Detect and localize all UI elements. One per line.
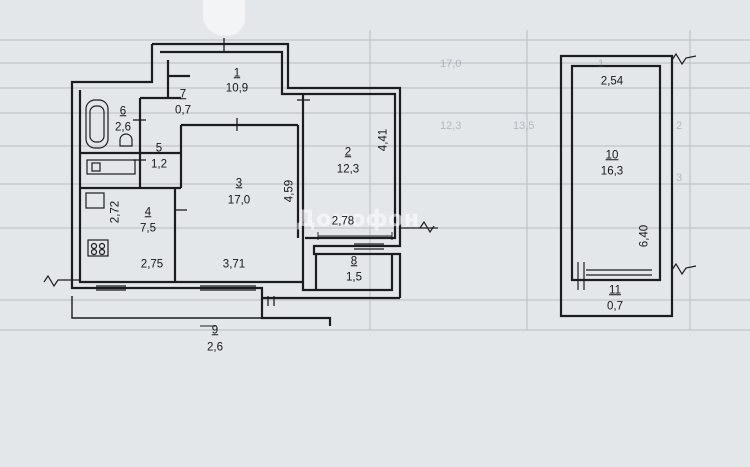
windows — [96, 243, 652, 291]
dim-room3-width: 3,71 — [222, 258, 246, 271]
dim-ticks — [317, 232, 393, 240]
room-7-area: 0,7 — [175, 104, 191, 117]
room-10-number: 10 — [605, 149, 619, 162]
storage-walls — [559, 54, 674, 318]
room-8-area: 1,5 — [346, 271, 362, 284]
apartment-walls — [70, 42, 402, 326]
dim-room4-width: 2,75 — [140, 258, 164, 271]
room-6-number: 6 — [119, 105, 127, 118]
door-marks — [133, 38, 310, 306]
room-4-number: 4 — [144, 206, 152, 219]
room-5-number: 5 — [155, 142, 163, 155]
dim-room2-height: 4,41 — [377, 128, 390, 152]
dim-room10-width: 2,54 — [600, 75, 624, 88]
room-3-area: 17,0 — [227, 194, 251, 207]
bg-text-4: 13,5 — [513, 120, 535, 132]
room-4-area: 7,5 — [140, 222, 156, 235]
room-7-number: 7 — [179, 88, 187, 101]
room-1-number: 1 — [233, 67, 241, 80]
room-9-area: 2,6 — [207, 341, 223, 354]
room-8-number: 8 — [350, 255, 358, 268]
dim-room2-width: 2,78 — [331, 215, 355, 228]
balcony-outline — [71, 296, 262, 319]
room-3-number: 3 — [235, 177, 243, 190]
watermark: Домофон — [296, 207, 420, 232]
room-2-area: 12,3 — [336, 163, 360, 176]
room-11-number: 11 — [609, 284, 621, 297]
bg-text-3: 12,3 — [440, 120, 462, 132]
room-6-area: 2,6 — [115, 121, 131, 134]
bg-text-2: 1 — [598, 58, 605, 70]
cover-patch — [203, 0, 245, 36]
break-marks — [43, 52, 697, 288]
dim-room10-height: 6,40 — [638, 224, 651, 248]
background-table-lines — [0, 30, 750, 331]
room-11-area: 0,7 — [607, 300, 623, 313]
bg-text-1: 17,0 — [440, 58, 462, 70]
dim-room3-height: 4,59 — [283, 179, 296, 203]
bath-fixtures — [85, 99, 136, 257]
bg-text-6: 3 — [676, 172, 683, 184]
room-2-number: 2 — [344, 146, 352, 159]
bg-text-5: 2 — [676, 120, 683, 132]
storage-door — [577, 262, 585, 290]
dim-room4-height: 2,72 — [109, 200, 122, 224]
room-5-area: 1,2 — [151, 158, 167, 171]
room-10-area: 16,3 — [600, 165, 624, 178]
room-1-area: 10,9 — [225, 82, 249, 95]
room-9-number: 9 — [211, 324, 219, 337]
